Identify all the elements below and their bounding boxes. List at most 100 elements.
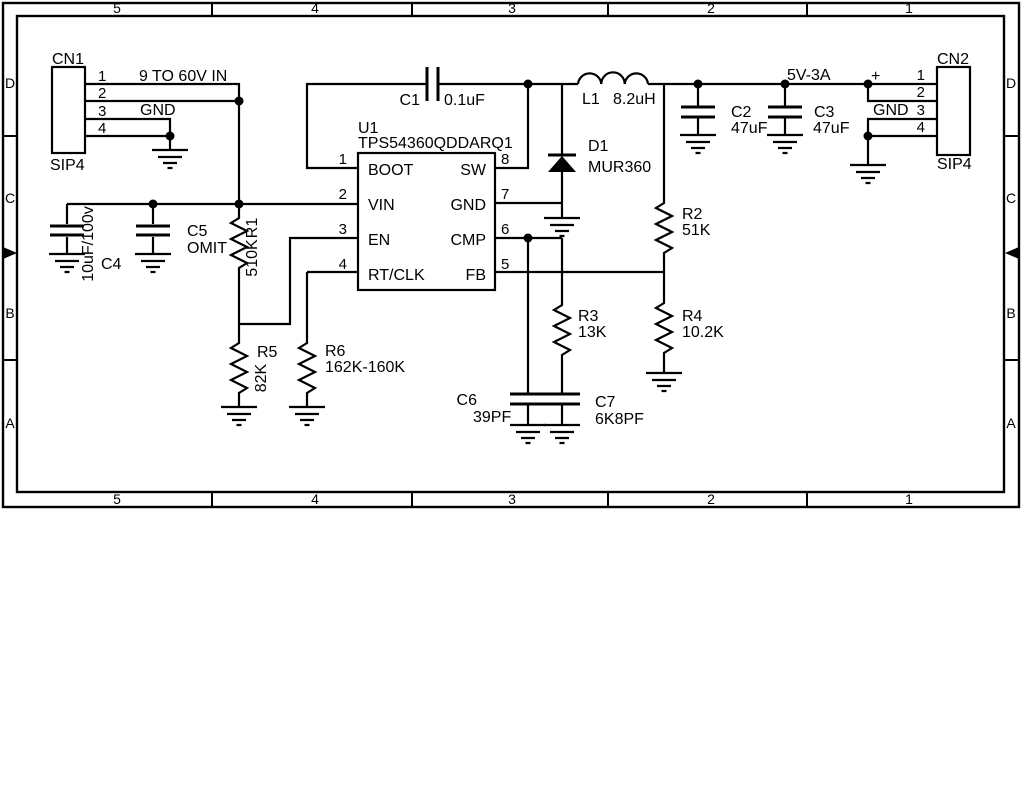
wire-net-boot [305,82,427,170]
gnd-symbol-c6 [510,423,546,445]
resistor-r1: R1 510K [228,204,261,324]
r6-symbol [296,272,318,407]
r5-symbol [228,324,250,407]
net-label-input: 9 TO 60V IN [139,68,227,85]
frame-col-label-bottom: 4 [311,491,319,507]
gnd-symbol-cn1 [152,148,188,170]
right-center-marker-arrow-icon [1005,247,1019,259]
gnd-symbol-r4 [646,371,682,393]
frame-row-label-left: A [5,415,15,431]
frame-top-dividers [211,3,808,16]
gnd-symbol-c5 [135,252,171,274]
cn2-value: SIP4 [937,156,972,173]
r6-refdes: R6 [325,343,346,360]
frame-row-label-left: D [5,75,15,91]
r5-value: 82K [253,363,270,392]
wire-net-sw-stub [495,84,530,170]
u1-refdes: U1 [358,120,379,137]
c3-symbol [768,105,802,119]
r2-refdes: R2 [682,206,703,223]
junction-dot [234,199,244,209]
d1-refdes: D1 [588,138,609,155]
frame-col-label-bottom: 3 [508,491,516,507]
frame-col-label-bottom: 1 [905,491,913,507]
frame-left-dividers [3,135,17,361]
cn2-body [935,65,972,157]
r6-value: 162K-160K [325,359,405,376]
c3-value: 47uF [813,120,850,137]
c4-value: 10uF/100v [80,206,97,282]
net-label-output-plus: + [871,68,880,85]
gnd-symbol-cn2 [850,163,886,185]
u1-value: TPS54360QDDARQ1 [358,135,513,152]
u1-body [356,151,497,292]
c7-symbol [544,392,580,406]
left-center-marker-arrow-icon [3,247,17,259]
c4-symbol [50,224,84,237]
cn1-pin-number: 1 [98,68,106,85]
capacitor-c4: 10uF/100v C4 [50,204,122,282]
c1-value: 0.1uF [444,92,485,109]
l1-symbol [576,71,650,85]
gnd-symbol-c4 [49,252,85,274]
wire-net-input [85,82,241,204]
u1-pin-name: CMP [450,232,486,249]
diode-d1: D1 MUR360 [548,84,651,218]
u1-pin-name: FB [466,267,486,284]
capacitor-c7: C7 6K8PF [544,392,644,428]
u1-pin-number: 2 [339,186,347,203]
resistor-r4: R4 10.2K [653,273,724,373]
c2-refdes: C2 [731,104,752,121]
resistor-r6: R6 162K-160K [296,272,405,407]
frame-col-label-top: 5 [113,0,121,16]
u1-pin-name: GND [450,197,486,214]
r1-symbol [228,204,250,324]
gnd-symbol-r6 [289,405,325,427]
junction-dots [148,79,873,243]
frame-row-label-right: B [1006,305,1015,321]
r4-value: 10.2K [682,324,724,341]
r5-refdes: R5 [257,344,278,361]
cn2-refdes: CN2 [937,51,969,68]
c2-value: 47uF [731,120,768,137]
d1-anode-triangle [548,156,576,172]
junction-dot [165,131,175,141]
c7-value: 6K8PF [595,411,644,428]
c5-refdes: C5 [187,223,208,240]
c5-symbol [136,224,170,237]
capacitor-c5: C5 OMIT [136,204,227,257]
gnd-symbol-r5 [221,405,257,427]
wire-net-en [239,236,358,326]
frame-right-dividers [1004,135,1019,361]
connector-cn2: CN2 SIP4 1 2 3 4 GND 5V-3A + [787,51,972,173]
u1-pin-number: 5 [501,256,509,273]
cn2-pin-number: 1 [917,67,925,84]
gnd-symbol-c3 [767,133,803,155]
u1-pin-number: 4 [339,256,347,273]
net-label-input-gnd: GND [140,102,176,119]
r2-symbol [653,84,675,273]
u1-pin-number: 3 [339,221,347,238]
resistor-r3: R3 13K [551,238,607,394]
connector-cn1: CN1 SIP4 1 2 3 4 9 TO 60V IN GND [50,51,227,174]
cn1-pin-number: 4 [98,120,106,137]
sheet-frame: 5 4 3 2 1 5 4 3 2 1 D C B A D C B A [1,0,1021,509]
frame-col-label-top: 1 [905,0,913,16]
net-label-output-gnd: GND [873,102,909,119]
u1-pin-number: 1 [339,151,347,168]
c6-refdes: C6 [457,392,478,409]
l1-refdes: L1 [582,91,600,108]
r2-value: 51K [682,222,711,239]
cn1-body [50,65,87,155]
frame-row-label-right: C [1006,190,1016,206]
r1-refdes: R1 [244,218,261,239]
r3-symbol [551,238,573,394]
frame-row-label-left: B [5,305,14,321]
resistor-r5: R5 82K [228,324,278,407]
c1-symbol [425,67,440,101]
u1-pin-number: 8 [501,151,509,168]
cn1-refdes: CN1 [52,51,84,68]
junction-dot [523,233,533,243]
